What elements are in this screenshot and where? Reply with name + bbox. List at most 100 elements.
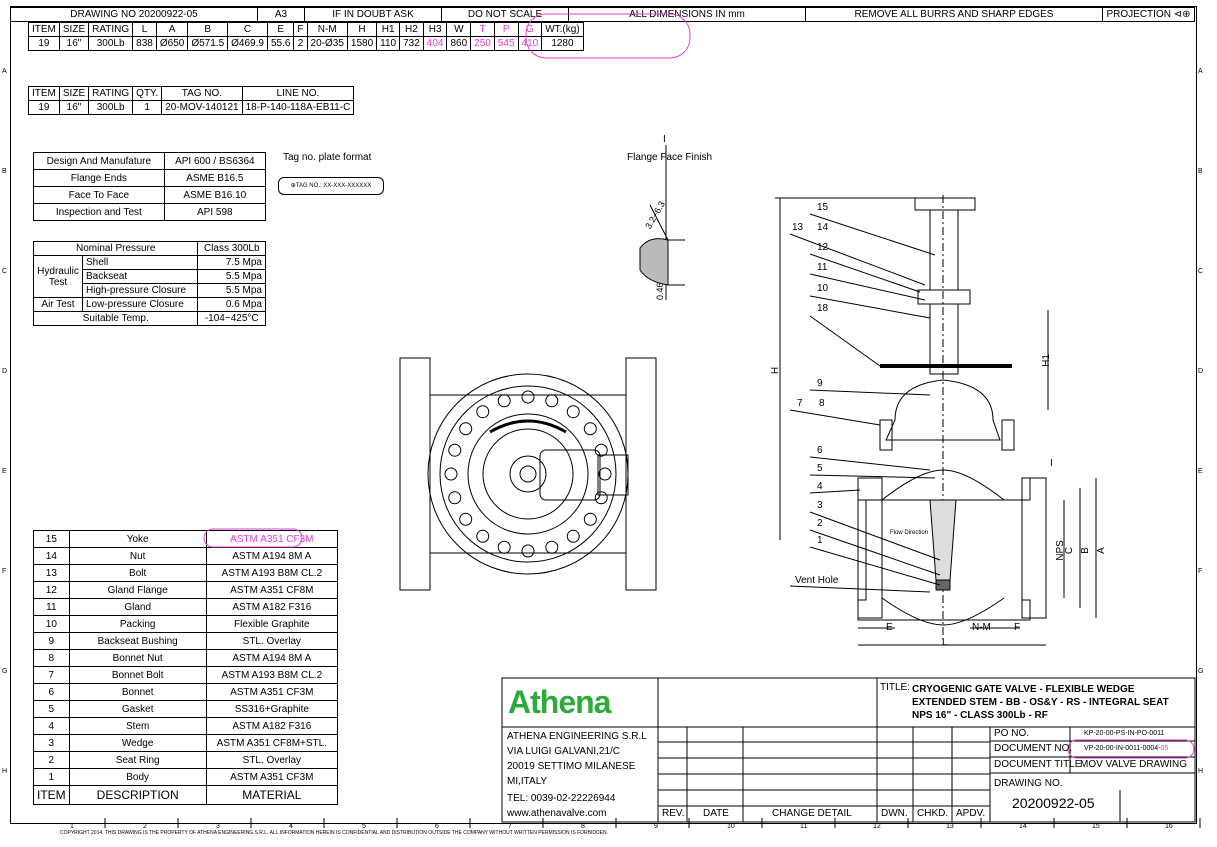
drawing-frame [10,6,1197,824]
change-header: CHANGE DETAIL [772,808,852,819]
dim-header-14: W [446,22,472,37]
po-value: KP-20-00-PS-IN-PO-0011 [1084,730,1165,737]
zone-col-label: 1 [70,823,74,830]
vent-hole-label: Vent Hole [795,575,839,586]
doctitle-value: MOV VALVE DRAWING [1080,759,1188,770]
highlight-yoke [203,528,303,548]
dimension-label: C [1064,546,1076,555]
part-callout: 4 [817,481,823,492]
part-callout: 6 [817,445,823,456]
flange-bolt-holes [444,390,612,558]
tag-value-2: 300Lb [88,100,134,115]
part-callout: 8 [819,398,825,409]
bolt-hole [497,394,511,408]
zone-row-label: A [1198,68,1203,75]
flow-direction-label: Flow Direction [890,530,929,536]
dwn-header: DWN. [881,808,908,819]
dimension-label: H [770,366,782,375]
part-callout: 12 [817,242,829,253]
part-callout: 15 [817,202,829,213]
bolt-hole [459,512,473,526]
zone-row-label: H [2,768,8,775]
bolt-hole [594,443,608,457]
chkd-header: CHKD. [917,808,949,819]
projection-cell: PROJECTION ⊲⊕ [1102,7,1195,22]
bolt-hole [583,512,597,526]
rev-header: REV. [662,808,685,819]
dim-value-14: 860 [446,36,472,51]
zone-col-label: 13 [946,823,954,830]
zone-row-label: C [1198,268,1204,275]
dim-value-15: 250 [470,36,495,51]
tag-plate: ⊕TAG NO.: XX-XXX-XXXXXX [278,177,384,195]
part-callout: 3 [817,500,823,511]
zone-ticks [104,818,1201,828]
bolt-hole [497,540,511,554]
dim-value-18: 1280 [541,36,584,51]
company-address2: 20019 SETTIMO MILANESE [507,761,636,772]
company-web: www.athenavalve.com [507,808,607,819]
zone-col-label: 15 [1092,823,1100,830]
flange-finish-title: Flange Face Finish [627,152,713,163]
dim-value-7: 55.6 [266,36,295,51]
part-callout: 11 [817,262,828,273]
dim-value-11: 110 [376,36,401,51]
part-callout: 1 [817,535,823,546]
apdv-header: APDV. [956,808,986,819]
zone-col-label: 16 [1165,823,1173,830]
part-callout: 9 [817,378,823,389]
highlight-docno [1067,739,1195,759]
po-label: PO NO. [994,728,1030,739]
bolt-hole [448,443,462,457]
company-logo: Athena [508,684,611,720]
standard-label: Inspection and Test [33,203,165,221]
tag-plate-mark-icon: ⊕ [290,183,296,189]
zone-col-label: 4 [289,823,293,830]
copyright-footer: COPYRIGHT 2014, THIS DRAWING IS THE PROP… [60,830,608,836]
bolt-hole [448,491,462,505]
zone-row-label: F [1198,568,1203,575]
zone-row-label: H [1198,768,1204,775]
title-line1: CRYOGENIC GATE VALVE - FLEXIBLE WEDGE [912,684,1135,695]
part-callout: 10 [817,283,829,294]
dimension-label: F [1014,622,1021,633]
title-label: TITLE: [880,682,911,693]
dimension-label: I [1050,458,1053,469]
bom-header-material: MATERIAL [205,785,339,805]
part-callout: 18 [817,303,829,314]
tag-plate-title: Tag no. plate format [283,152,372,163]
flange-finish-marker: I [663,134,666,145]
zone-col-label: 8 [581,823,585,830]
part-callout: 2 [817,518,823,529]
zone-col-label: 12 [873,823,881,830]
dim-value-9: 20-Ø35 [306,36,348,51]
bolt-hole [444,467,458,481]
tag-value-1: 16" [58,100,90,115]
zone-row-label: E [2,468,7,475]
title-line2: EXTENDED STEM - BB - OS&Y - RS - INTEGRA… [912,697,1169,708]
section-view [775,195,1097,646]
company-name: ATHENA ENGINEERING S.R.L [507,731,647,742]
zone-col-label: 5 [362,823,366,830]
part-callout: 13 [792,222,804,233]
dimension-label: L [942,637,948,648]
zone-row-label: F [2,568,7,575]
zone-row-label: B [1198,168,1203,175]
dim-value-4: Ø650 [155,36,189,51]
dimension-label: E [886,622,893,633]
dim-value-12: 732 [399,36,424,51]
zone-row-label: D [2,368,8,375]
zone-col-label: 7 [508,823,512,830]
dim-value-2: 300Lb [88,36,134,51]
bolt-hole [476,529,490,543]
drawno-value: 20200922-05 [1012,795,1095,811]
finish-section [639,238,669,286]
